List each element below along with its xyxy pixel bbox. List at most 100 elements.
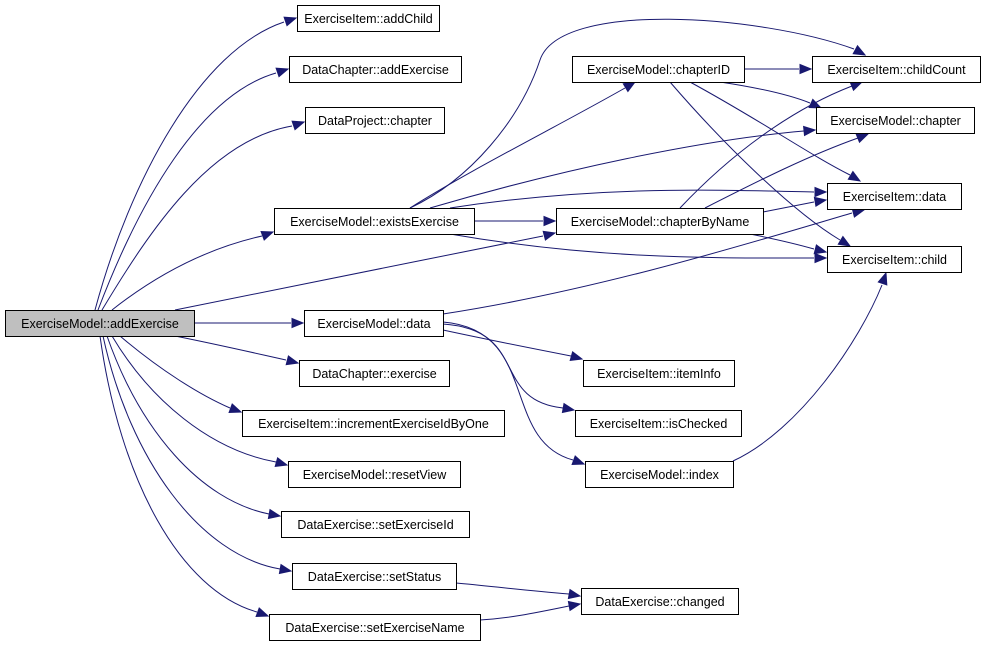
- edge-line: [679, 85, 853, 209]
- node-box: [305, 107, 445, 134]
- node-label: ExerciseItem::addChild: [304, 12, 433, 26]
- node-index[interactable]: ExerciseModel::index: [585, 461, 734, 488]
- node-box: [299, 360, 450, 387]
- arrowhead-icon: [814, 186, 828, 198]
- edge-line: [442, 321, 574, 461]
- edge-addExercise-to-incrementId: [119, 335, 243, 414]
- edge-line: [174, 335, 287, 361]
- node-label: DataChapter::exercise: [312, 367, 436, 381]
- arrowhead-icon: [808, 98, 823, 109]
- node-addChild[interactable]: ExerciseItem::addChild: [297, 5, 440, 32]
- node-resetView[interactable]: ExerciseModel::resetView: [288, 461, 461, 488]
- edge-line: [99, 335, 258, 613]
- node-box: [827, 183, 962, 210]
- node-label: ExerciseModel::chapterByName: [571, 215, 750, 229]
- edge-chapterID-to-chapterEM: [719, 81, 823, 109]
- arrowhead-icon: [255, 607, 270, 618]
- arrowhead-icon: [877, 271, 888, 286]
- edge-line: [449, 233, 815, 259]
- node-chapterByName[interactable]: ExerciseModel::chapterByName: [556, 208, 764, 235]
- arrowhead-icon: [855, 133, 870, 144]
- node-dataEI[interactable]: ExerciseItem::data: [827, 183, 962, 210]
- arrowhead-icon: [813, 196, 828, 208]
- edge-line: [704, 137, 859, 209]
- node-label: ExerciseModel::index: [600, 468, 720, 482]
- edge-chapterID-to-childCount: [744, 63, 813, 75]
- edge-addExercise-to-setExerciseId: [106, 335, 282, 520]
- node-label: ExerciseItem::incrementExerciseIdByOne: [258, 417, 489, 431]
- node-box: [583, 360, 735, 387]
- node-childCount[interactable]: ExerciseItem::childCount: [812, 56, 981, 83]
- node-label: ExerciseItem::childCount: [827, 63, 966, 77]
- edge-line: [749, 233, 815, 250]
- node-label: ExerciseModel::existsExercise: [290, 215, 459, 229]
- node-setStatus[interactable]: DataExercise::setStatus: [292, 563, 457, 590]
- edge-line: [455, 582, 570, 595]
- node-box: [816, 107, 975, 134]
- edge-line: [442, 329, 572, 357]
- arrowhead-icon: [275, 67, 290, 78]
- node-existsExercise[interactable]: ExerciseModel::existsExercise: [274, 208, 475, 235]
- arrowhead-icon: [274, 456, 289, 467]
- edge-line: [102, 335, 281, 570]
- node-label: DataChapter::addExercise: [302, 63, 449, 77]
- node-itemInfo[interactable]: ExerciseItem::itemInfo: [583, 360, 735, 387]
- node-label: DataExercise::changed: [595, 595, 724, 609]
- nodes: ExerciseModel::addExerciseExerciseItem::…: [5, 5, 981, 641]
- node-setExerciseName[interactable]: DataExercise::setExerciseName: [269, 614, 481, 641]
- arrowhead-icon: [567, 588, 582, 600]
- edge-addExercise-to-existsExercise: [111, 230, 275, 311]
- node-isChecked[interactable]: ExerciseItem::isChecked: [575, 410, 742, 437]
- node-child[interactable]: ExerciseItem::child: [827, 246, 962, 273]
- node-box: [581, 588, 739, 615]
- node-box: [289, 56, 462, 83]
- node-box: [575, 410, 742, 437]
- edge-existsExercise-to-chapterEM: [429, 125, 817, 209]
- edge-dataEM-to-isChecked: [442, 323, 576, 414]
- arrowhead-icon: [803, 125, 817, 137]
- arrowhead-icon: [291, 120, 306, 131]
- arrowhead-icon: [291, 317, 305, 329]
- edge-addExercise-to-chapterByName: [174, 230, 557, 311]
- node-exerciseDC[interactable]: DataChapter::exercise: [299, 360, 450, 387]
- node-dataEM[interactable]: ExerciseModel::data: [304, 310, 444, 337]
- node-box: [297, 5, 440, 32]
- edge-dataEM-to-index: [442, 321, 586, 466]
- arrowhead-icon: [285, 355, 300, 366]
- edge-addExercise-to-setExerciseName: [99, 335, 270, 618]
- node-box: [556, 208, 764, 235]
- node-setExerciseId[interactable]: DataExercise::setExerciseId: [281, 511, 470, 538]
- node-changed[interactable]: DataExercise::changed: [581, 588, 739, 615]
- node-label: ExerciseItem::itemInfo: [597, 367, 721, 381]
- edge-line: [719, 81, 811, 104]
- arrowhead-icon: [543, 215, 557, 227]
- edge-line: [174, 235, 544, 311]
- node-incrementId[interactable]: ExerciseItem::incrementExerciseIdByOne: [242, 410, 505, 437]
- arrowhead-icon: [813, 244, 828, 255]
- edge-chapterByName-to-dataEI: [762, 196, 828, 213]
- arrowhead-icon: [852, 44, 867, 56]
- arrowhead-icon: [571, 455, 586, 466]
- edge-line: [449, 189, 815, 209]
- node-box: [242, 410, 505, 437]
- edge-existsExercise-to-dataEI: [449, 186, 828, 209]
- edge-addExercise-to-exerciseDC: [174, 335, 300, 366]
- node-addExerciseDC[interactable]: DataChapter::addExercise: [289, 56, 462, 83]
- edge-line: [479, 605, 570, 621]
- node-box: [281, 511, 470, 538]
- node-label: ExerciseItem::child: [842, 253, 947, 267]
- edge-line: [106, 335, 270, 515]
- edge-line: [94, 21, 285, 311]
- edge-setExerciseName-to-changed: [479, 600, 582, 621]
- node-chapterEM[interactable]: ExerciseModel::chapter: [816, 107, 975, 134]
- node-box: [827, 246, 962, 273]
- node-chapterDP[interactable]: DataProject::chapter: [305, 107, 445, 134]
- arrowhead-icon: [228, 403, 243, 414]
- arrowhead-icon: [847, 170, 862, 182]
- node-chapterID[interactable]: ExerciseModel::chapterID: [572, 56, 745, 83]
- edge-existsExercise-to-chapterID: [409, 81, 637, 209]
- node-box: [812, 56, 981, 83]
- node-addExercise[interactable]: ExerciseModel::addExercise: [5, 310, 195, 337]
- node-box: [292, 563, 457, 590]
- arrowhead-icon: [260, 230, 275, 241]
